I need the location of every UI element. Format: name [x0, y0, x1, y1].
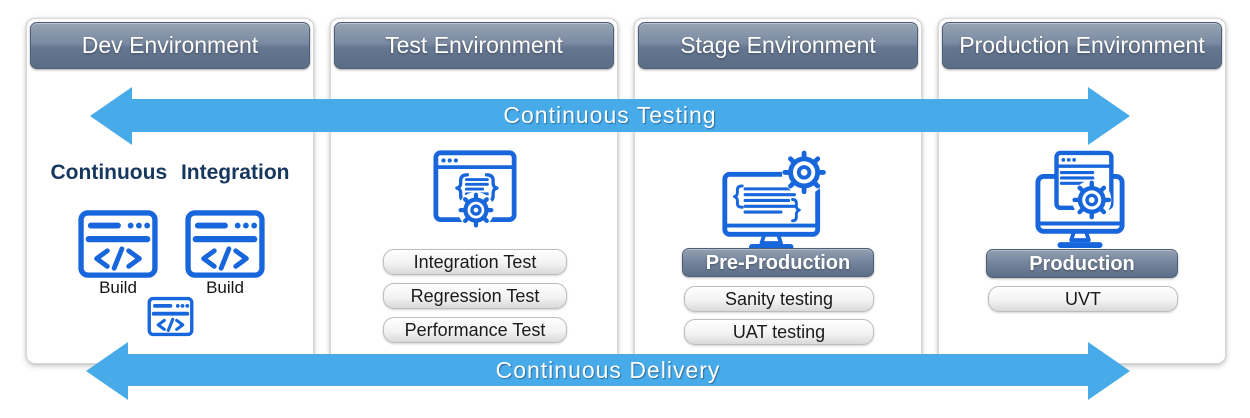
continuous-integration-label: Continuous Integration — [50, 161, 290, 184]
code-window-icon — [184, 209, 266, 279]
pre-production-badge: Pre-Production — [682, 248, 874, 277]
test-step-pill: Sanity testing — [684, 286, 874, 312]
arrow-right-head — [1088, 342, 1130, 400]
build-label: Build — [206, 278, 244, 297]
arrow-left-head — [86, 342, 128, 400]
monitor-browser-gear-icon — [1033, 149, 1127, 249]
continuous-delivery-arrow: Continuous Delivery — [86, 342, 1130, 400]
arrow-right-head — [1088, 87, 1130, 145]
continuous-testing-label: Continuous Testing — [503, 102, 717, 128]
panel-title-production: Production Environment — [942, 22, 1222, 69]
test-step-pill: Performance Test — [383, 317, 567, 343]
panel-title-dev: Dev Environment — [30, 22, 310, 69]
code-braces-gear-window-icon — [431, 149, 519, 233]
arrow-shaft — [130, 99, 1090, 132]
panel-test-environment: Test Environment — [330, 18, 618, 364]
panel-dev-environment: Dev Environment Continuous Integration — [26, 18, 314, 364]
panel-production-environment: Production Environment — [938, 18, 1226, 364]
test-step-pill: Integration Test — [383, 249, 567, 275]
panel-title-stage: Stage Environment — [638, 22, 918, 69]
continuous-testing-arrow: Continuous Testing — [90, 87, 1130, 145]
panel-title-test: Test Environment — [334, 22, 614, 69]
test-step-pill: Regression Test — [383, 283, 567, 309]
test-step-pill: UAT testing — [684, 319, 874, 345]
code-window-small-icon — [147, 296, 194, 337]
production-badge: Production — [986, 249, 1178, 278]
build-label: Build — [99, 278, 137, 297]
continuous-delivery-label: Continuous Delivery — [495, 357, 721, 383]
code-window-icon — [77, 209, 159, 279]
panel-stage-environment: Stage Environment — [634, 18, 922, 364]
monitor-code-gear-icon — [719, 149, 837, 250]
arrow-left-head — [90, 87, 132, 145]
arrow-shaft — [126, 354, 1090, 386]
test-step-pill: UVT — [988, 286, 1178, 312]
